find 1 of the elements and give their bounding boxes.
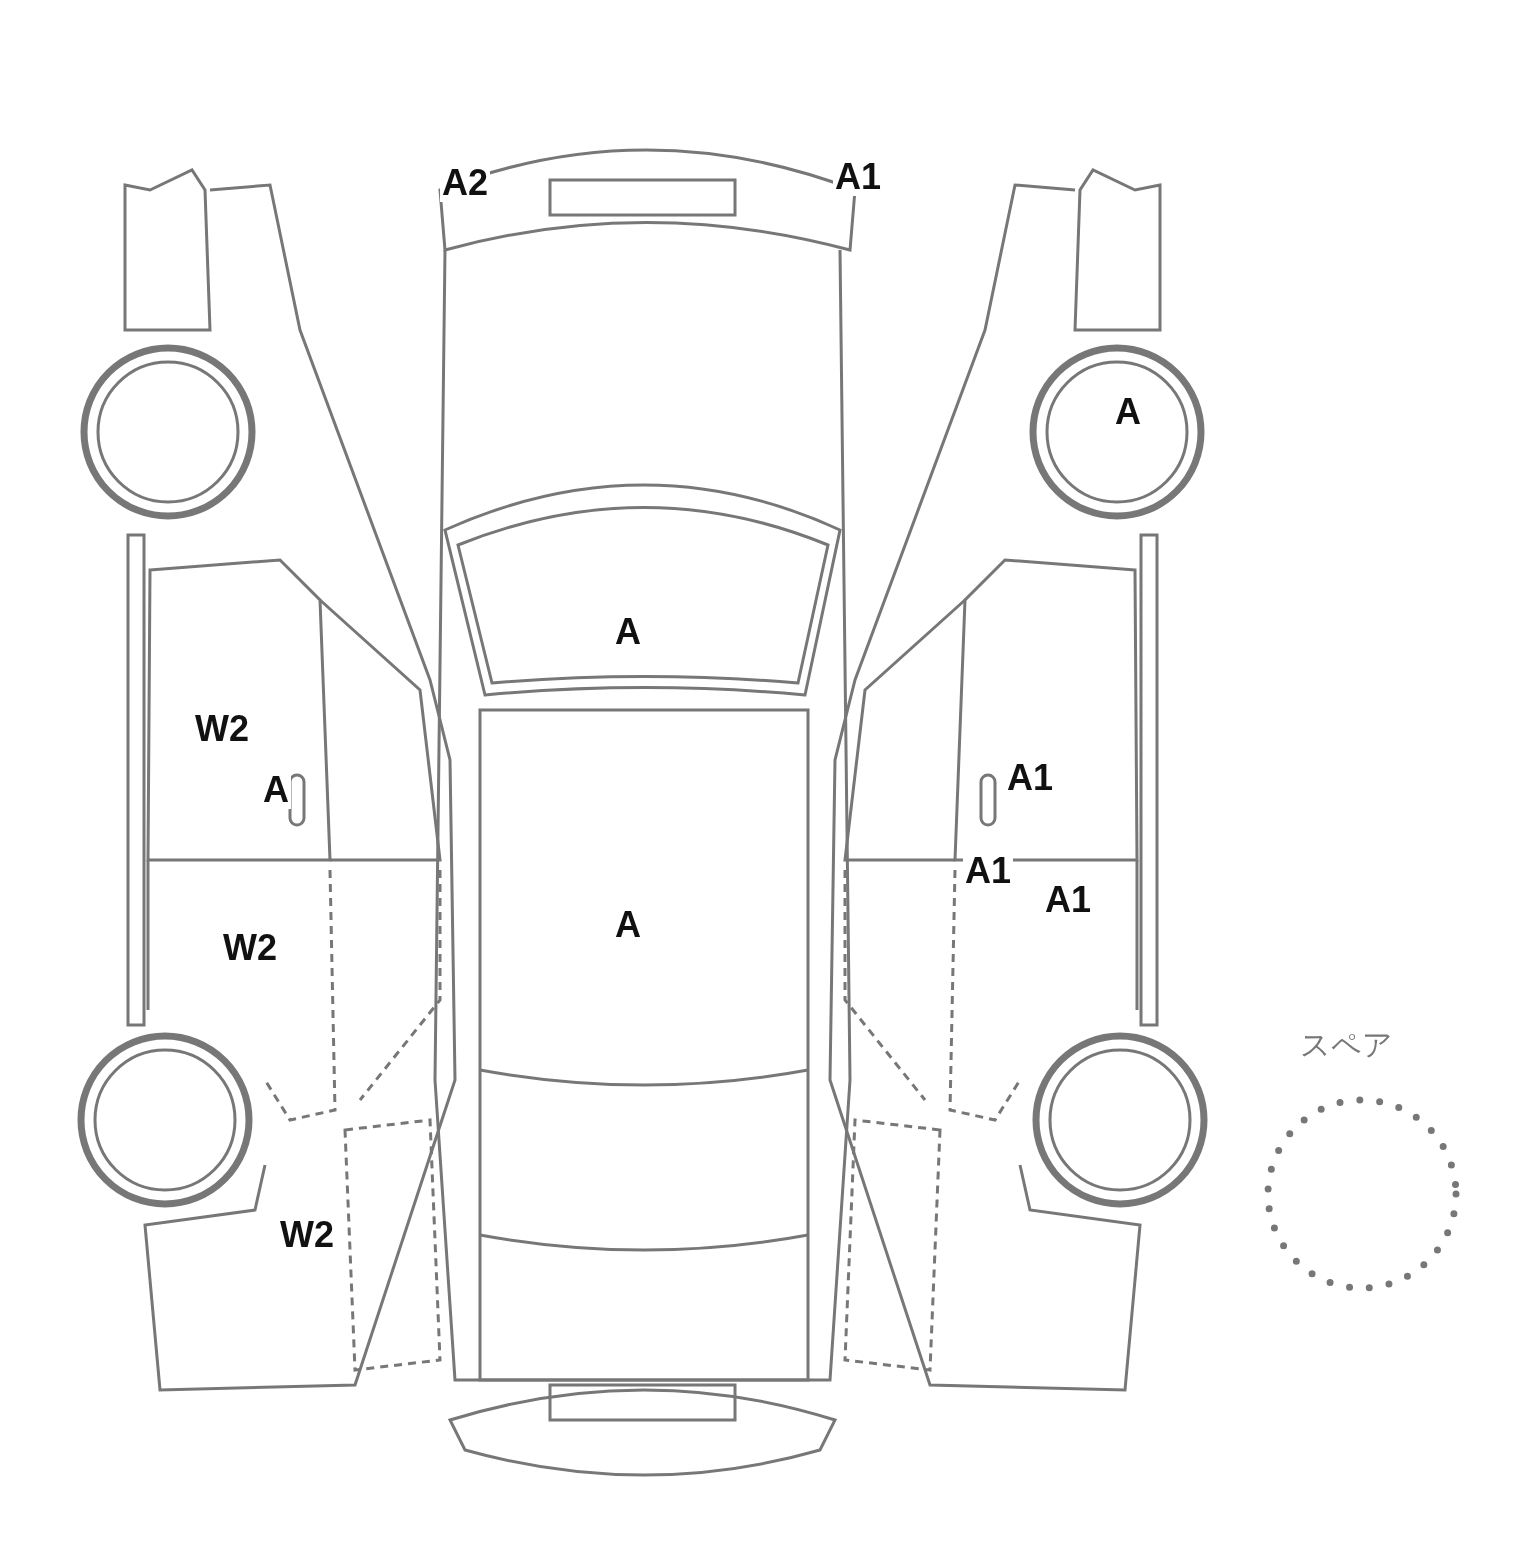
- spare-tire-label: スペア: [1300, 1030, 1393, 1060]
